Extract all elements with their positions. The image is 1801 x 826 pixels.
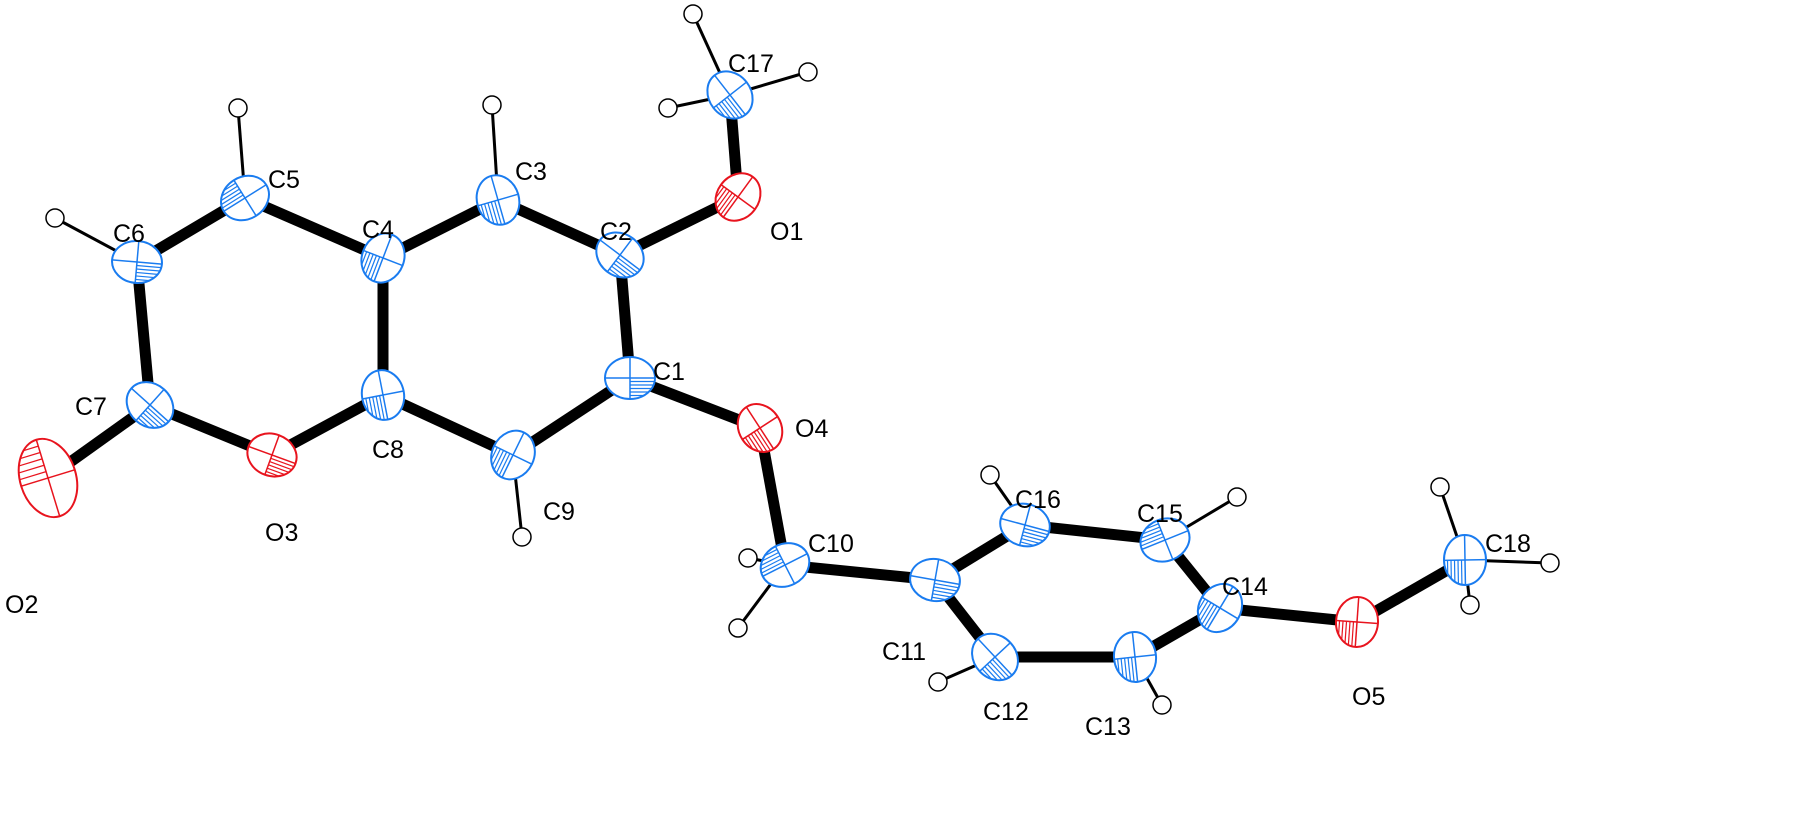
atom-O4 <box>736 403 784 453</box>
atom-C5 <box>220 174 270 222</box>
atom-label-O1: O1 <box>770 218 803 246</box>
atom-C17 <box>706 70 754 120</box>
atom-label-C16: C16 <box>1015 486 1061 514</box>
hydrogen-atom <box>798 62 818 82</box>
atom-label-C14: C14 <box>1222 573 1268 601</box>
atom-O1 <box>714 172 762 222</box>
atom-label-O2: O2 <box>5 591 38 619</box>
hydrogen-atom <box>1152 695 1172 715</box>
atom-label-C10: C10 <box>808 530 854 558</box>
atom-label-C1: C1 <box>653 358 685 386</box>
atom-label-C8: C8 <box>372 436 404 464</box>
atom-label-C3: C3 <box>515 158 547 186</box>
atom-C8 <box>360 369 406 421</box>
atom-C3 <box>475 174 521 226</box>
atom-label-C17: C17 <box>728 50 774 78</box>
hydrogen-atom <box>482 95 502 115</box>
atom-C4 <box>360 232 406 284</box>
atom-label-C11: C11 <box>882 638 926 666</box>
atom-C14 <box>1196 582 1244 634</box>
hydrogen-atom <box>1460 595 1480 615</box>
atom-O2 <box>17 437 79 519</box>
atom-label-C18: C18 <box>1485 530 1531 558</box>
atom-label-C9: C9 <box>543 498 575 526</box>
bond-C6-C7 <box>131 261 156 406</box>
atom-label-C6: C6 <box>113 220 145 248</box>
hydrogen-atom <box>658 98 678 118</box>
atom-label-C4: C4 <box>362 216 394 244</box>
hydrogen-atom <box>728 618 748 638</box>
atom-C12 <box>971 632 1019 682</box>
atom-O5 <box>1334 596 1380 648</box>
atom-C13 <box>1112 631 1158 683</box>
atom-label-O4: O4 <box>795 415 828 443</box>
atom-C18 <box>1442 534 1488 586</box>
hydrogen-atom <box>45 208 65 228</box>
atom-C1 <box>604 356 656 400</box>
hydrogen-atom <box>512 527 532 547</box>
hydrogen-atom <box>1430 477 1450 497</box>
atom-label-C5: C5 <box>268 166 300 194</box>
bond-C8-C9 <box>380 390 516 460</box>
hydrogen-atom <box>683 4 703 24</box>
hydrogen-atom <box>1540 553 1560 573</box>
atom-label-O3: O3 <box>265 519 298 547</box>
hydrogen-atom <box>980 465 1000 485</box>
atom-label-O5: O5 <box>1352 683 1385 711</box>
atom-C16 <box>999 502 1051 548</box>
atom-label-C2: C2 <box>600 218 632 246</box>
atom-label-C15: C15 <box>1137 500 1183 528</box>
atom-label-C12: C12 <box>983 698 1029 726</box>
bond-C4-C5 <box>242 192 386 264</box>
atom-C15 <box>1139 517 1191 563</box>
atom-C6 <box>111 239 163 285</box>
atom-label-C13: C13 <box>1085 713 1131 741</box>
hydrogen-atom <box>928 672 948 692</box>
hydrogen-atom <box>738 548 758 568</box>
hydrogen-atom <box>1227 487 1247 507</box>
hydrogen-atom <box>228 98 248 118</box>
atom-label-C7: C7 <box>75 393 107 421</box>
bond-C14-O5 <box>1219 602 1358 628</box>
atom-C9 <box>490 429 536 481</box>
atom-C2 <box>595 231 645 279</box>
atom-O3 <box>246 432 298 478</box>
atom-C10 <box>759 542 811 588</box>
atom-C11 <box>909 557 961 603</box>
atom-C7 <box>125 381 175 429</box>
